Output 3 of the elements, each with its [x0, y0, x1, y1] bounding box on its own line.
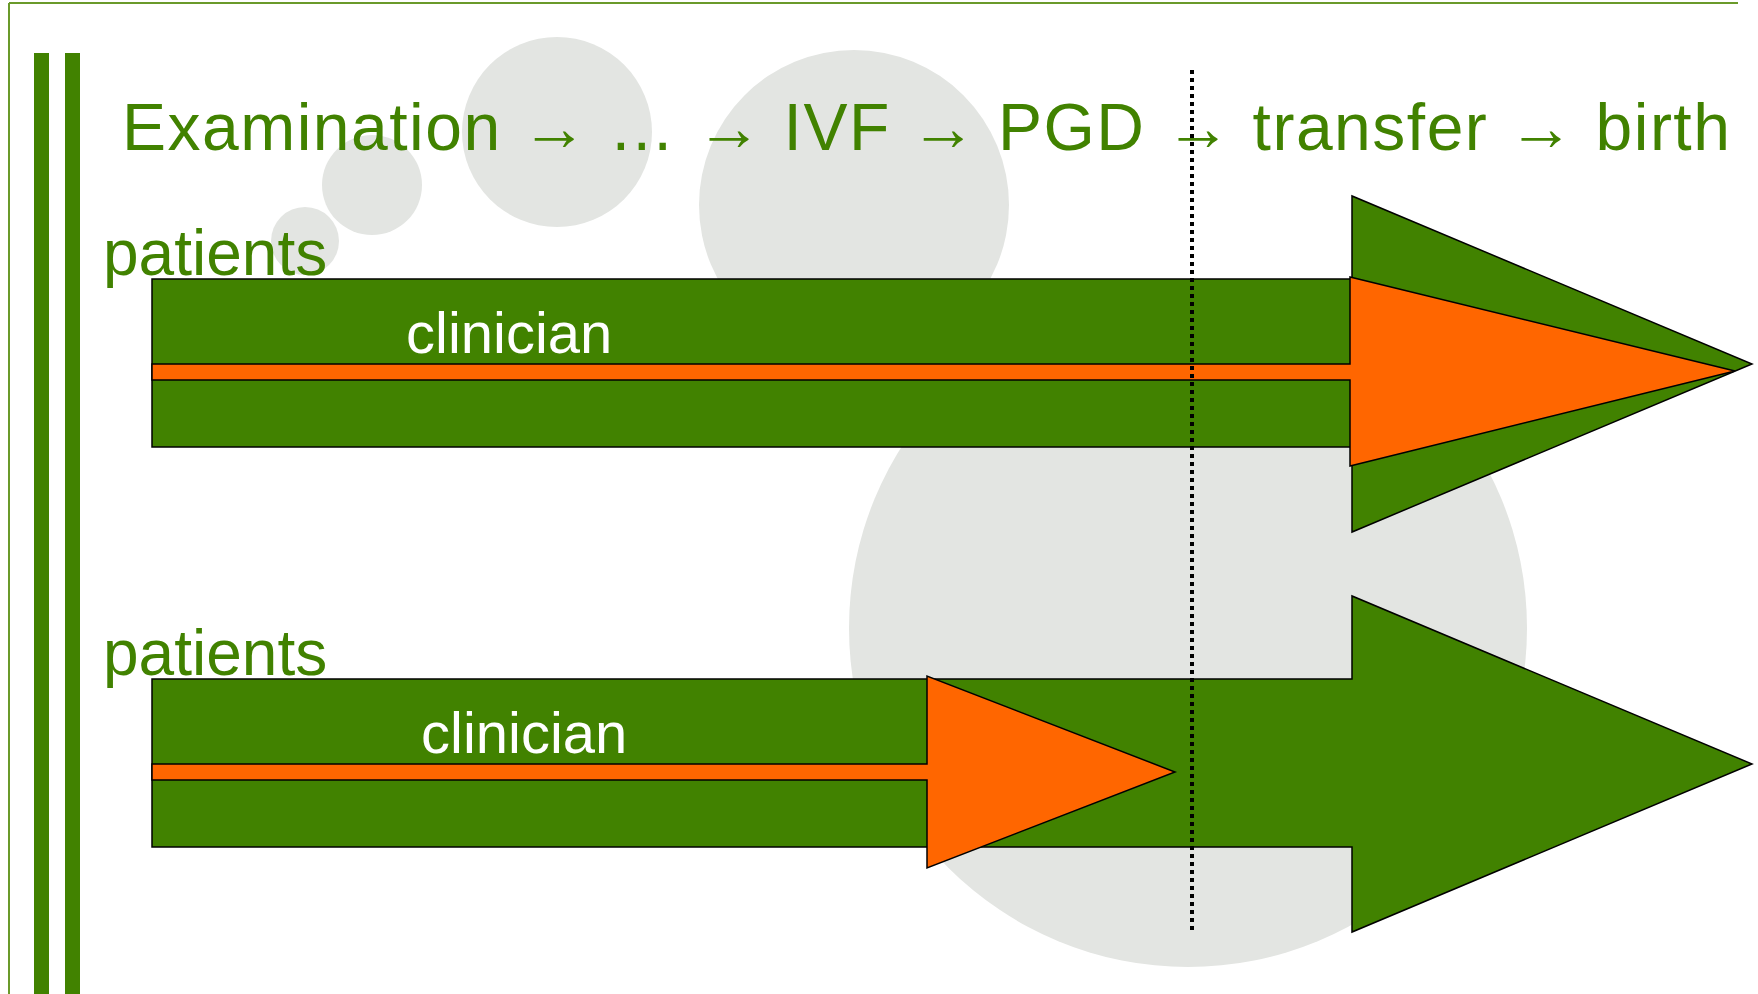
arrow-label: clinician [406, 304, 613, 362]
arrow-label: clinician [421, 704, 628, 762]
title: Examination → … → IVF → PGD → transfer → birth [122, 94, 1732, 160]
